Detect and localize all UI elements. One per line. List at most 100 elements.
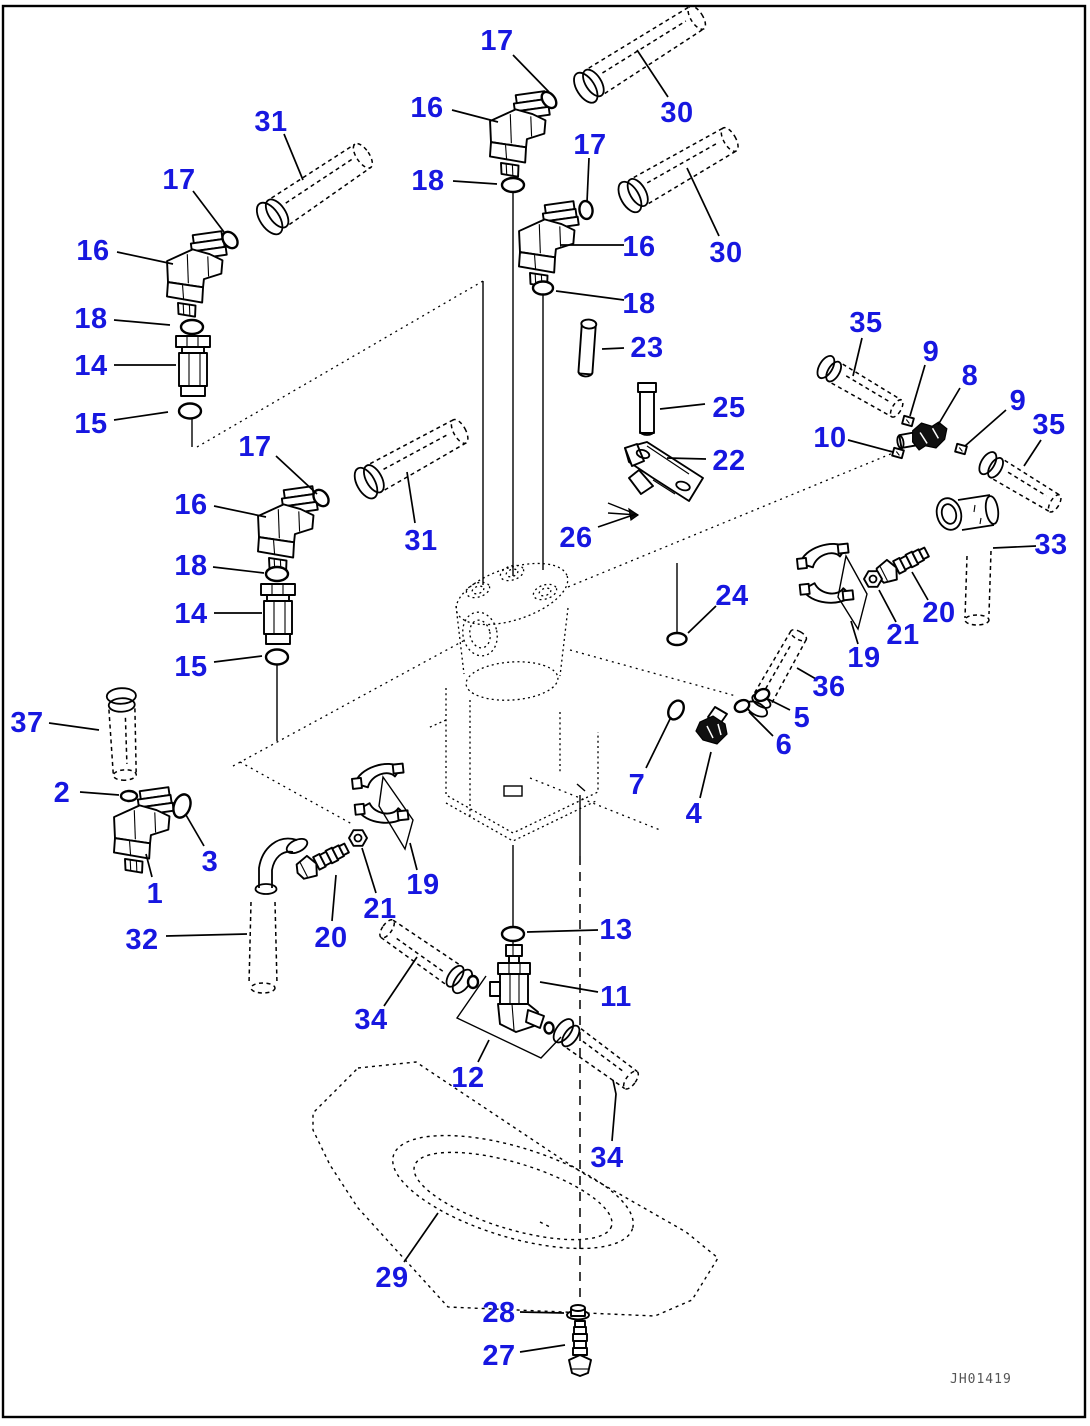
hose-34a [379, 919, 474, 995]
callout-33: 33 [1034, 529, 1067, 561]
o-ring-17a [540, 90, 558, 110]
o-ring-18d [264, 565, 290, 583]
callout-30: 30 [709, 237, 742, 269]
leader-line-31 [406, 471, 416, 524]
mounting-plate-29 [312, 1061, 719, 1317]
leader-line-24 [687, 605, 717, 634]
callout-31: 31 [254, 106, 287, 138]
leader-line-9 [909, 364, 926, 417]
leader-line-18 [452, 180, 498, 185]
leader-line-34 [383, 956, 418, 1007]
callout-12: 12 [451, 1062, 484, 1094]
o-ring-small-b [543, 1021, 555, 1035]
callout-7: 7 [629, 769, 646, 801]
o-ring-6 [733, 698, 751, 714]
callout-17: 17 [162, 164, 195, 196]
callout-25: 25 [712, 392, 745, 424]
pin-23 [577, 318, 598, 378]
elbow-fitting-16d [257, 485, 319, 573]
leader-line-8 [937, 387, 961, 426]
fitting-33 [935, 494, 1000, 626]
leader-line-18 [113, 319, 171, 326]
leader-line-9 [964, 409, 1007, 447]
leader-line-10 [847, 439, 894, 453]
callout-14: 14 [174, 598, 207, 630]
leader-line-26 [597, 513, 637, 528]
callout-20: 20 [922, 597, 955, 629]
o-ring-18a [500, 176, 526, 194]
pin-26 [607, 502, 640, 522]
leader-line-20 [331, 874, 337, 922]
o-ring-18b [531, 280, 555, 296]
callout-17: 17 [238, 431, 271, 463]
callout-31: 31 [404, 525, 437, 557]
o-ring-small-a [466, 974, 480, 990]
leader-line-17 [512, 54, 550, 93]
callout-2: 2 [54, 777, 71, 809]
callout-21: 21 [886, 619, 919, 651]
callout-10: 10 [813, 422, 846, 454]
callout-35: 35 [1032, 409, 1065, 441]
straight-fitting-14b [260, 583, 296, 645]
bolt-27 [568, 1320, 592, 1377]
callout-29: 29 [375, 1262, 408, 1294]
o-ring-17c [578, 199, 594, 221]
nipple-8 [896, 421, 948, 451]
leader-line-5 [767, 698, 791, 711]
bolt-pin-25 [637, 382, 657, 436]
callout-9: 9 [1010, 385, 1027, 417]
bolt-20b [875, 546, 930, 584]
leader-line-6 [748, 711, 774, 737]
plate-bracket-22 [624, 441, 704, 502]
leader-line-27 [519, 1344, 566, 1353]
callout-20: 20 [314, 922, 347, 954]
callout-16: 16 [174, 489, 207, 521]
callout-15: 15 [174, 651, 207, 683]
page-border [1, 4, 1087, 1419]
callout-18: 18 [411, 165, 444, 197]
clamp-plate-19a [378, 775, 414, 851]
hose-35b [978, 451, 1062, 513]
leader-line-17 [275, 455, 318, 495]
callout-26: 26 [559, 522, 592, 554]
nut-21a [348, 829, 368, 847]
callout-16: 16 [76, 235, 109, 267]
callout-16: 16 [410, 92, 443, 124]
elbow-nipple-4 [695, 706, 728, 745]
leader-line-32 [165, 933, 248, 937]
leader-line-19 [409, 842, 418, 871]
callout-28: 28 [482, 1297, 515, 1329]
leader-line-35 [852, 337, 863, 377]
leader-line-13 [526, 929, 599, 933]
leader-line-23 [601, 347, 625, 350]
leader-line-2 [79, 791, 120, 796]
hose-30b [617, 126, 739, 214]
leader-line-3 [185, 814, 205, 847]
leader-line-29 [403, 1212, 439, 1263]
callout-18: 18 [174, 550, 207, 582]
drawing-number: JH01419 [950, 1372, 1012, 1387]
hose-37 [105, 687, 137, 781]
washer-28 [566, 1304, 590, 1321]
leader-line-7 [645, 716, 672, 769]
leader-line-37 [48, 722, 100, 731]
leader-line-15 [113, 411, 169, 421]
callout-4: 4 [686, 798, 703, 830]
leader-line-16 [451, 109, 499, 123]
tube-32 [248, 837, 309, 994]
callout-17: 17 [480, 25, 513, 57]
callout-35: 35 [849, 307, 882, 339]
hose-35a [816, 354, 904, 418]
o-ring-15a [177, 402, 203, 420]
leader-line-18 [212, 566, 265, 574]
callout-16: 16 [622, 231, 655, 263]
hose-34b [552, 1018, 640, 1090]
o-ring-5 [753, 687, 771, 703]
o-ring-13 [500, 925, 526, 943]
callout-13: 13 [599, 914, 632, 946]
callout-18: 18 [74, 303, 107, 335]
clamp-plate-19b [837, 553, 868, 631]
leader-line-28 [519, 1311, 565, 1314]
